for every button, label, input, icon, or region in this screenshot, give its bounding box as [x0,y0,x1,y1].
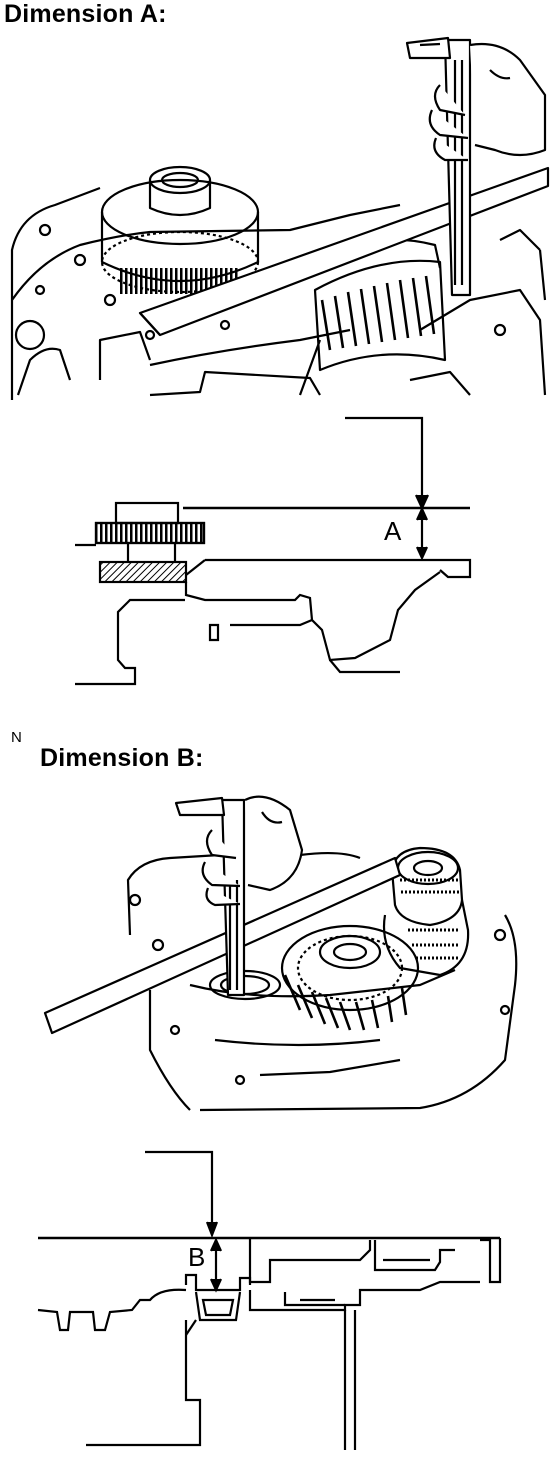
hand-icon-b [201,795,304,907]
dimension-b-heading: Dimension B: [40,744,204,772]
dimension-b-arrow [145,1150,214,1232]
dimension-a-arrow [345,416,424,505]
straightedge-icon-b [43,856,402,1035]
page-note: N [11,729,22,746]
hand-icon [428,42,547,162]
gear-icon-b [280,924,420,1031]
clutch-drum-icon [100,165,260,294]
dimension-a-label: A [384,516,402,546]
section-b-drawing [37,1150,502,1450]
dimension-a-heading: Dimension A: [4,0,167,28]
straightedge-icon [138,166,550,337]
illustration-a [10,36,550,400]
section-a-drawing [75,416,472,686]
illustration-b [43,795,518,1112]
dimension-b-label: B [188,1242,205,1272]
